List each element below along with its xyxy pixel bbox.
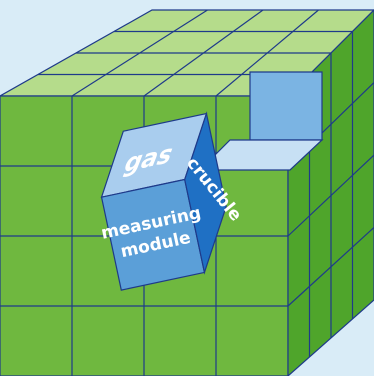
top-grid-depth <box>215 9 319 97</box>
module-side-face <box>184 111 227 275</box>
right-grid-horizontal <box>287 227 374 307</box>
measuring-module-cube: gas crucible measuring module <box>99 111 246 291</box>
slot-back-wall <box>249 71 323 141</box>
right-grid-horizontal <box>287 154 374 237</box>
module-slot <box>198 71 324 171</box>
